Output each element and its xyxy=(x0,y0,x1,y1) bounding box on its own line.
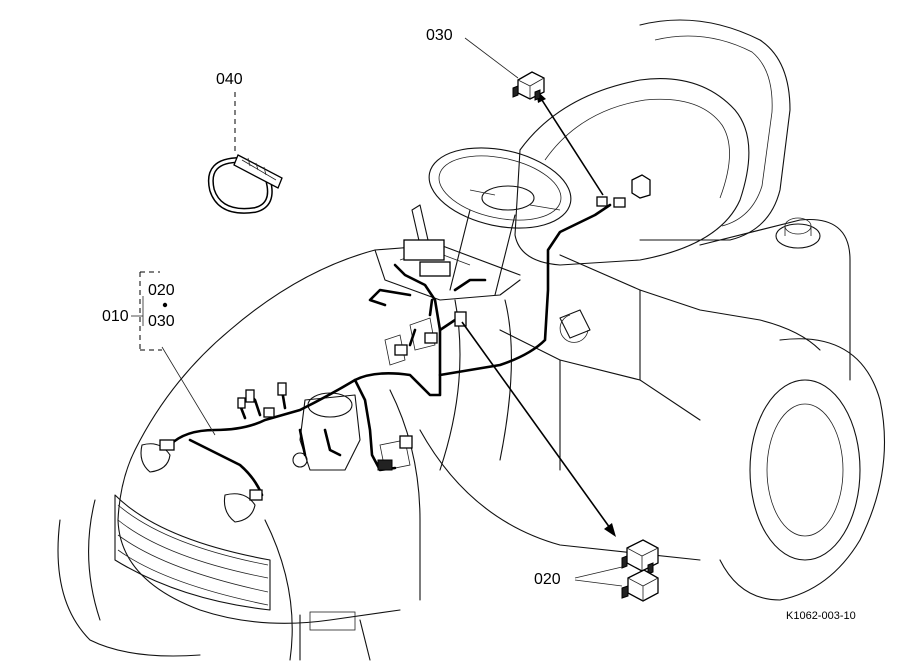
callout-030-group: 030 xyxy=(148,313,175,330)
relay-box xyxy=(559,309,591,339)
callout-020-bottom: 020 xyxy=(534,571,561,588)
harness-connectors xyxy=(159,174,651,501)
callout-010: 010 xyxy=(102,308,129,325)
tractor-body-outline xyxy=(57,19,886,661)
callout-030-top: 030 xyxy=(426,27,453,44)
figure-reference: K1062-003-10 xyxy=(786,610,856,622)
callout-020-group: 020 xyxy=(148,282,175,299)
callout-010-group: 010 020 030 xyxy=(102,271,175,351)
callout-040: 040 xyxy=(216,71,243,88)
pointer-arrows xyxy=(161,37,623,587)
part-030-fuse xyxy=(512,71,545,101)
part-020-fuses xyxy=(621,539,659,602)
part-040-cable-tie xyxy=(207,154,283,214)
